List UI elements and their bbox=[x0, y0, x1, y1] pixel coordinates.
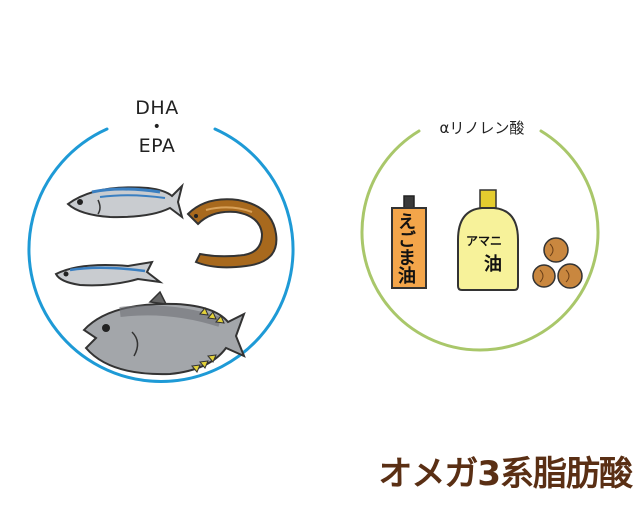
amani-oil-bottle-icon bbox=[457, 189, 519, 291]
walnut-icon bbox=[532, 237, 583, 289]
tuna-icon bbox=[82, 290, 246, 376]
amani-oil-label-top: アマニ bbox=[466, 234, 503, 248]
eel-icon bbox=[186, 198, 278, 269]
plant-group-label: αリノレン酸 bbox=[439, 119, 525, 137]
marine-ring bbox=[27, 127, 295, 383]
plant-ring bbox=[360, 129, 600, 352]
amani-oil-label-bottom: 油 bbox=[484, 254, 502, 275]
dha-label: DHA bbox=[135, 97, 179, 119]
egoma-oil-bottle-icon bbox=[391, 195, 427, 289]
page-title: オメガ3系脂肪酸 bbox=[378, 454, 633, 494]
label-separator: • bbox=[152, 119, 162, 135]
epa-label: EPA bbox=[138, 135, 176, 157]
sardine-icon bbox=[54, 260, 164, 287]
egoma-oil-label: えごま油 bbox=[395, 212, 416, 284]
marine-group-label: DHA • EPA bbox=[102, 96, 212, 158]
mackerel-icon bbox=[66, 182, 184, 220]
